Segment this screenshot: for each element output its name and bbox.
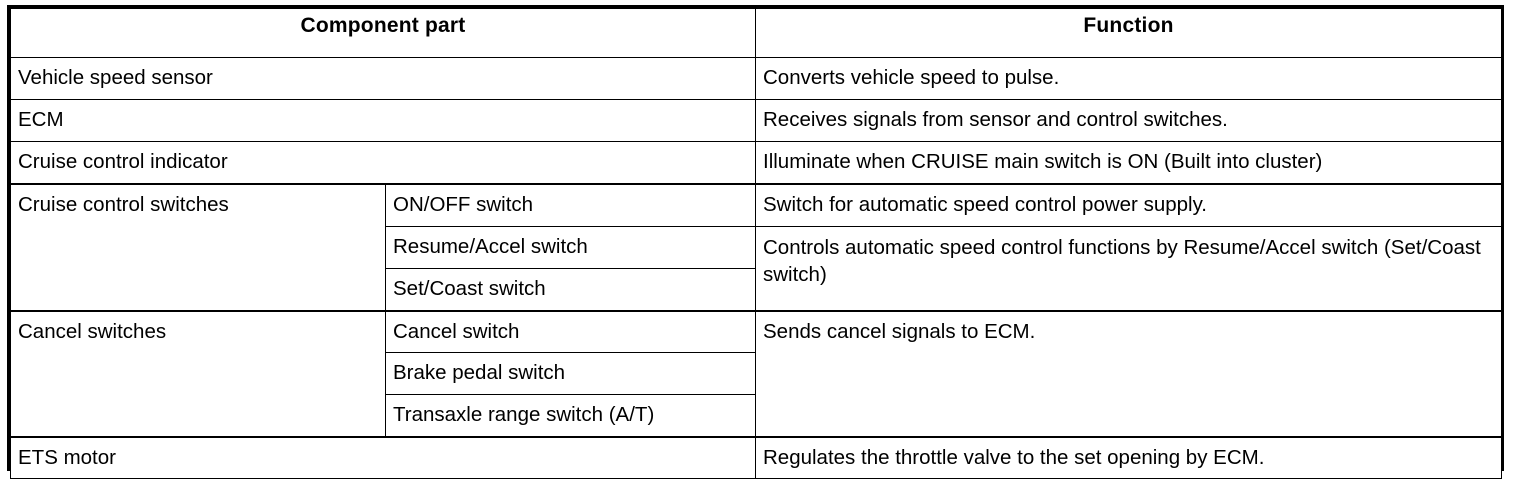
text-function: Controls automatic speed control functio…	[763, 236, 1481, 287]
cell-function-ecm: Receives signals from sensor and control…	[755, 99, 1502, 142]
cell-function-cruise-control-indicator: Illuminate when CRUISE main switch is ON…	[755, 141, 1502, 185]
text-component: Cancel switches	[18, 319, 167, 343]
table-row: Vehicle speed sensor Converts vehicle sp…	[10, 57, 1502, 100]
text-subcomponent: Brake pedal switch	[393, 361, 566, 384]
cell-component-cancel-switches: Cancel switches	[10, 309, 386, 438]
cell-subcomponent-resume-accel-switch: Resume/Accel switch	[385, 226, 756, 269]
text-subcomponent: Resume/Accel switch	[393, 235, 588, 258]
text-subcomponent: Transaxle range switch (A/T)	[393, 403, 655, 426]
cell-component-cruise-control-switches: Cruise control switches	[10, 182, 386, 311]
cell-component-cruise-control-indicator: Cruise control indicator	[10, 141, 756, 185]
cell-subcomponent-brake-pedal-switch: Brake pedal switch	[385, 352, 756, 395]
table-row: Cancel switches Cancel switch Sends canc…	[10, 309, 1502, 438]
cell-function-vehicle-speed-sensor: Converts vehicle speed to pulse.	[755, 57, 1502, 100]
cell-function-ets-motor: Regulates the throttle valve to the set …	[755, 435, 1502, 479]
table-header: Component part Function	[10, 8, 1502, 58]
text-component: ETS motor	[18, 445, 116, 469]
text-subcomponent: ON/OFF switch	[393, 192, 534, 216]
text-component: Cruise control switches	[18, 192, 229, 216]
text-function: Illuminate when CRUISE main switch is ON…	[763, 150, 1323, 173]
component-function-table-frame: Component part Function Vehicle speed se…	[7, 5, 1504, 479]
table-row: Brake pedal switch	[11, 352, 1502, 395]
text-component: Cruise control indicator	[18, 150, 228, 173]
table-row: Transaxle range switch (A/T)	[11, 394, 1502, 438]
text-component: Vehicle speed sensor	[18, 66, 213, 89]
text-function: Switch for automatic speed control power…	[763, 192, 1208, 216]
header-row: Component part Function	[10, 8, 1502, 58]
cell-component-vehicle-speed-sensor: Vehicle speed sensor	[10, 57, 756, 100]
cell-subcomponent-onoff-switch: ON/OFF switch	[385, 182, 756, 227]
cell-subcomponent-cancel-switch: Cancel switch	[385, 309, 756, 353]
text-function: Receives signals from sensor and control…	[763, 108, 1228, 131]
table-row: Set/Coast switch	[11, 268, 1502, 312]
text-subcomponent: Cancel switch	[393, 319, 520, 343]
column-header-function: Function	[755, 8, 1502, 58]
column-header-component-part: Component part	[10, 8, 756, 58]
text-component: ECM	[18, 108, 64, 131]
text-function: Converts vehicle speed to pulse.	[763, 66, 1060, 89]
table-row: ECM Receives signals from sensor and con…	[10, 99, 1502, 142]
cell-component-ets-motor: ETS motor	[10, 435, 756, 479]
table-body: Vehicle speed sensor Converts vehicle sp…	[10, 57, 1502, 479]
table-row: Resume/Accel switch Controls automatic s…	[11, 226, 1502, 311]
cell-subcomponent-set-coast-switch: Set/Coast switch	[385, 268, 756, 312]
table-row: Cruise control indicator Illuminate when…	[10, 141, 1502, 185]
text-function: Regulates the throttle valve to the set …	[763, 445, 1265, 469]
cell-function-onoff-switch: Switch for automatic speed control power…	[755, 182, 1502, 227]
table-row: Cruise control switches ON/OFF switch Sw…	[10, 182, 1502, 311]
cell-subcomponent-transaxle-range-switch: Transaxle range switch (A/T)	[385, 394, 756, 438]
cell-function-resume-accel-set-coast: Controls automatic speed control functio…	[755, 226, 1502, 311]
text-function: Sends cancel signals to ECM.	[763, 319, 1036, 343]
component-function-table: Component part Function Vehicle speed se…	[10, 8, 1502, 479]
cell-component-ecm: ECM	[10, 99, 756, 142]
cell-function-cancel-switches: Sends cancel signals to ECM.	[755, 309, 1502, 438]
text-subcomponent: Set/Coast switch	[393, 277, 546, 300]
table-row: ETS motor Regulates the throttle valve t…	[10, 435, 1502, 479]
